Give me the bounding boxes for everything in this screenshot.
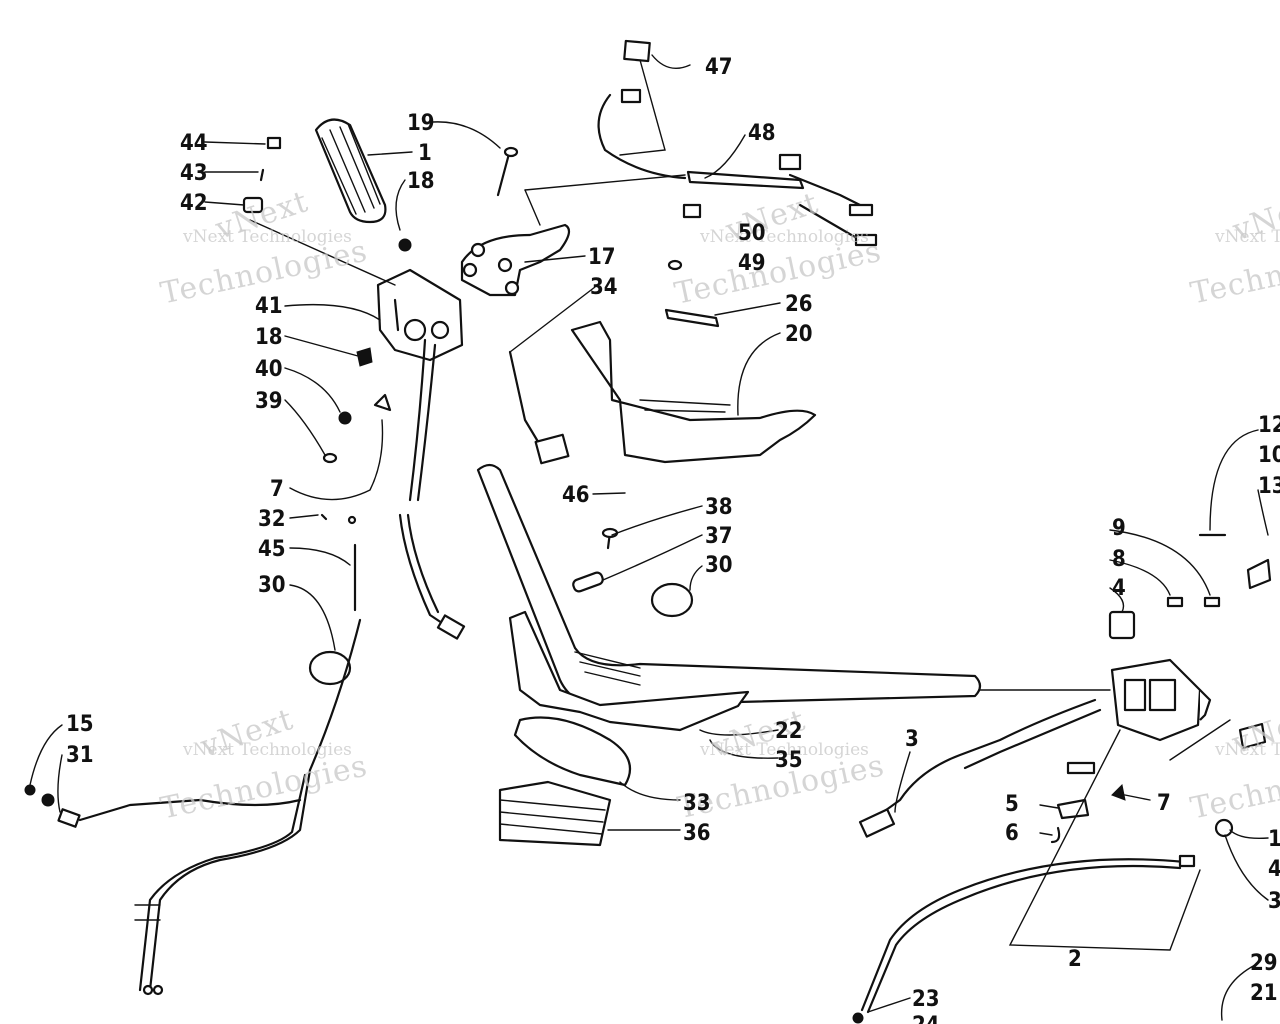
callout-33: 33 <box>683 791 711 816</box>
callout-34: 34 <box>590 275 618 300</box>
throttle-housing <box>376 268 464 362</box>
bolt <box>496 146 519 197</box>
handlebar-pad <box>498 780 612 847</box>
callout-22: 22 <box>775 719 803 744</box>
callout-2: 2 <box>1068 947 1082 972</box>
callout-20: 20 <box>785 322 813 347</box>
callout-12: 12 <box>1258 413 1280 438</box>
callout-4: 4 <box>1112 576 1126 601</box>
svg-text:vNext Technologies: vNext Technologies <box>1214 227 1280 247</box>
callout-7: 7 <box>270 477 284 502</box>
callout-42: 42 <box>180 191 208 216</box>
callout-26: 26 <box>785 292 813 317</box>
callout-38: 38 <box>705 495 733 520</box>
callout-24: 24 <box>912 1013 940 1024</box>
callout-29: 29 <box>1250 951 1278 976</box>
throttle-bracket <box>460 223 571 297</box>
callout-labels: 47 48 44 43 42 19 1 18 50 49 17 34 26 20… <box>66 55 1280 1024</box>
svg-text:vNext Technologies: vNext Technologies <box>182 227 352 247</box>
callout-30: 30 <box>258 573 286 598</box>
callout-5: 5 <box>1005 792 1019 817</box>
callout-47: 47 <box>705 55 733 80</box>
callout-46: 46 <box>562 483 590 508</box>
callout-13: 13 <box>1258 474 1280 499</box>
callout-48: 48 <box>748 121 776 146</box>
callout-21: 21 <box>1250 981 1278 1006</box>
callout-40: 40 <box>255 357 283 382</box>
callout-18: 18 <box>407 169 435 194</box>
callout-10: 10 <box>1258 443 1280 468</box>
callout-6: 6 <box>1005 821 1019 846</box>
callout-41: 41 <box>255 294 283 319</box>
callout-7b: 7 <box>1157 791 1171 816</box>
callout-50: 50 <box>738 221 766 246</box>
hand-guard <box>570 308 817 464</box>
callout-30b: 30 <box>705 553 733 578</box>
callout-23: 23 <box>912 987 940 1012</box>
callout-36: 36 <box>683 821 711 846</box>
svg-text:Technologies: Technologies <box>1188 749 1280 827</box>
throttle-grip <box>314 118 387 224</box>
callout-4b: 4 <box>1268 857 1280 882</box>
svg-text:vNext Technologies: vNext Technologies <box>1214 740 1280 760</box>
callout-3: 3 <box>905 727 919 752</box>
callout-35: 35 <box>775 748 803 773</box>
callout-3b: 3 <box>1268 889 1280 914</box>
callout-19: 19 <box>407 111 435 136</box>
callout-17: 17 <box>588 245 616 270</box>
callout-15: 15 <box>66 712 94 737</box>
callout-18b: 18 <box>255 325 283 350</box>
svg-text:vNext Technologies: vNext Technologies <box>699 227 869 247</box>
callout-31: 31 <box>66 743 94 768</box>
svg-text:Technologies: Technologies <box>158 749 371 827</box>
svg-text:vNext Technologies: vNext Technologies <box>182 740 352 760</box>
callout-37: 37 <box>705 524 733 549</box>
callout-1b: 1 <box>1268 827 1280 852</box>
callout-8: 8 <box>1112 547 1126 572</box>
callout-43: 43 <box>180 161 208 186</box>
callout-9: 9 <box>1112 516 1126 541</box>
callout-49: 49 <box>738 251 766 276</box>
callout-44: 44 <box>180 131 208 156</box>
svg-text:vNext Technologies: vNext Technologies <box>699 740 869 760</box>
callout-32: 32 <box>258 507 286 532</box>
leader-lines <box>29 54 1269 1021</box>
callout-1: 1 <box>418 141 432 166</box>
switch-housing <box>1110 658 1212 742</box>
callout-39: 39 <box>255 389 283 414</box>
callout-45: 45 <box>258 537 286 562</box>
